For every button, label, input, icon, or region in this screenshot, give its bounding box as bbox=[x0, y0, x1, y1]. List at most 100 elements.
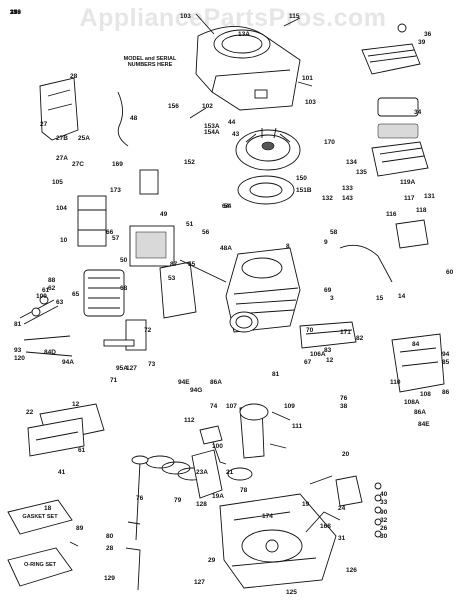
part-callout: 126 bbox=[346, 567, 357, 574]
part-callout: 33 bbox=[380, 499, 388, 506]
part-callout: 81 bbox=[14, 321, 22, 328]
part-callout: 43 bbox=[232, 131, 240, 138]
part-callout: 135 bbox=[356, 169, 367, 176]
part-callout: 168 bbox=[320, 523, 331, 530]
part-callout: 127 bbox=[126, 365, 137, 372]
part-callout: 150 bbox=[296, 175, 307, 182]
part-callout: 94A bbox=[62, 359, 74, 366]
part-callout: 84D bbox=[44, 349, 56, 356]
part-callout: 24 bbox=[338, 505, 346, 512]
part-callout: 68 bbox=[120, 285, 128, 292]
part-callout: 111 bbox=[292, 423, 303, 430]
part-callout: 14 bbox=[398, 293, 406, 300]
part-callout: 104 bbox=[56, 205, 67, 212]
breather-box bbox=[27, 403, 105, 457]
part-callout: 21 bbox=[226, 469, 234, 476]
part-callout: 60 bbox=[446, 269, 454, 276]
part-callout: 20 bbox=[342, 451, 350, 458]
part-callout: 101 bbox=[302, 75, 313, 82]
part-callout: 25A bbox=[78, 135, 90, 142]
part-callout: 109 bbox=[284, 403, 295, 410]
part-callout: 70 bbox=[306, 327, 314, 334]
cylinder-block bbox=[225, 247, 301, 333]
part-callout: 156 bbox=[168, 103, 179, 110]
part-callout: 56 bbox=[202, 229, 210, 236]
part-callout: 88 bbox=[48, 277, 56, 284]
part-callout: 27 bbox=[40, 121, 48, 128]
part-callout: 105 bbox=[52, 179, 63, 186]
part-callout: 133 bbox=[342, 185, 353, 192]
part-callout: 11 bbox=[10, 9, 17, 16]
part-callout: 138 bbox=[10, 9, 21, 16]
part-callout: 100 bbox=[36, 293, 47, 300]
part-callout: 38 bbox=[340, 403, 348, 410]
part-callout: 95A bbox=[116, 365, 128, 372]
part-callout: 80 bbox=[106, 533, 114, 540]
part-callout: 61 bbox=[78, 447, 86, 454]
part-callout: 19 bbox=[302, 501, 310, 508]
part-callout: 106A bbox=[310, 351, 326, 358]
part-callout: 139 bbox=[10, 9, 21, 16]
part-callout: 72 bbox=[144, 327, 152, 334]
gasket-set-label: GASKET SET bbox=[22, 514, 58, 520]
part-callout: 48A bbox=[220, 245, 232, 252]
part-callout: 29 bbox=[208, 557, 216, 564]
part-callout: 125 bbox=[286, 589, 297, 596]
part-callout: 108A bbox=[404, 399, 420, 406]
part-callout: 69 bbox=[324, 287, 332, 294]
part-callout: 49 bbox=[160, 211, 168, 218]
blower-housing bbox=[195, 26, 301, 111]
part-callout: 87 bbox=[170, 261, 178, 268]
part-callout: 32 bbox=[380, 517, 388, 524]
part-callout: 110 bbox=[390, 379, 401, 386]
model-serial-note: MODEL and SERIAL NUMBERS HERE bbox=[123, 56, 177, 69]
part-callout: 120 bbox=[14, 355, 25, 362]
part-callout: 83 bbox=[324, 347, 332, 354]
governor-parts bbox=[305, 475, 382, 538]
piston-rings bbox=[145, 449, 223, 499]
part-callout: 12 bbox=[72, 401, 80, 408]
part-callout: 35 bbox=[10, 9, 18, 16]
part-callout: 103 bbox=[305, 99, 316, 106]
part-callout: 112 bbox=[184, 417, 195, 424]
part-callout: 136 bbox=[10, 9, 21, 16]
part-callout: 8 bbox=[286, 243, 290, 250]
part-callout: 57 bbox=[112, 235, 120, 242]
part-callout: 10 bbox=[60, 237, 68, 244]
part-callout: 108 bbox=[420, 391, 431, 398]
part-callout: 64 bbox=[222, 203, 230, 210]
part-callout: 82 bbox=[356, 335, 364, 342]
part-callout: 22 bbox=[26, 409, 34, 416]
part-callout: 154A bbox=[204, 129, 220, 136]
part-callout: 79 bbox=[174, 497, 182, 504]
dipstick bbox=[125, 455, 149, 591]
air-cleaner-parts bbox=[361, 23, 429, 177]
part-callout: 132 bbox=[322, 195, 333, 202]
part-callout: 86 bbox=[442, 389, 450, 396]
part-callout: 86A bbox=[414, 409, 426, 416]
part-callout: 13A bbox=[238, 31, 250, 38]
part-callout: 171 bbox=[340, 329, 351, 336]
gasket-boxes bbox=[7, 499, 79, 587]
part-callout: 34 bbox=[414, 109, 422, 116]
leader-lines bbox=[179, 13, 313, 449]
part-callout: 116 bbox=[386, 211, 397, 218]
part-callout: 89 bbox=[76, 525, 84, 532]
part-callout: 54 bbox=[224, 203, 232, 210]
part-callout: 100 bbox=[212, 443, 223, 450]
part-callout: 27C bbox=[72, 161, 84, 168]
part-callout: 127 bbox=[194, 579, 205, 586]
part-callout: 90 bbox=[380, 509, 388, 516]
part-callout: 15 bbox=[376, 295, 384, 302]
part-callout: 36 bbox=[424, 31, 432, 38]
part-callout: 76 bbox=[136, 495, 144, 502]
part-callout: 117 bbox=[404, 195, 415, 202]
part-callout: 63 bbox=[56, 299, 64, 306]
part-callout: 39 bbox=[418, 39, 426, 46]
part-callout: 169 bbox=[112, 161, 123, 168]
part-callout: 102 bbox=[202, 103, 213, 110]
part-callout: 86A bbox=[210, 379, 222, 386]
part-callout: 78 bbox=[240, 487, 248, 494]
part-callout: 152 bbox=[184, 159, 195, 166]
